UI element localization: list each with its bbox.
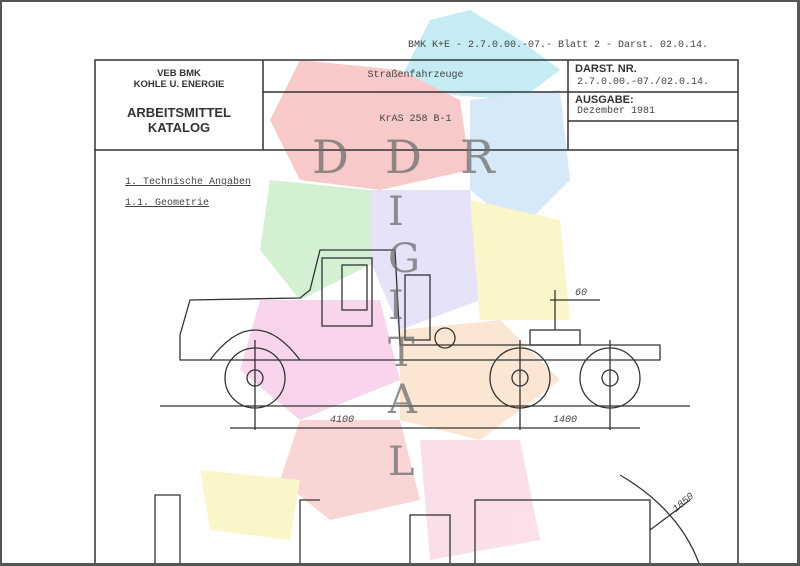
watermark-letter: T [388, 330, 415, 376]
organization: VEB BMK KOHLE U. ENERGIE [95, 68, 263, 90]
darst-value: 2.7.0.00.-07./02.0.14. [577, 77, 710, 88]
catalog-title: ARBEITSMITTEL KATALOG [95, 105, 263, 135]
dimension-60: 60 [575, 288, 588, 299]
watermark-letter: A [388, 377, 417, 423]
watermark-letter: I [388, 189, 404, 235]
category: Straßenfahrzeuge [367, 70, 464, 81]
section-heading-2: 1.1. Geometrie [125, 198, 210, 209]
truck-side-view-drawing [154, 249, 701, 566]
dimension-4100: 4100 [330, 415, 355, 426]
dimension-1400: 1400 [553, 415, 578, 426]
section-heading-1: 1. Technische Angaben [125, 177, 252, 188]
watermark-letter: D [385, 130, 422, 184]
org-line-2: KOHLE U. ENERGIE [133, 79, 225, 90]
catalog-line-2: KATALOG [147, 120, 211, 135]
watermark-letter: I [388, 283, 404, 329]
ausgabe-label: AUSGABE: [575, 94, 634, 106]
catalog-line-1: ARBEITSMITTEL [127, 105, 231, 120]
org-line-1: VEB BMK [157, 68, 201, 79]
watermark-letter: R [460, 130, 495, 184]
model: KrAS 258 B-1 [379, 114, 452, 125]
watermark-letter: D [312, 130, 349, 184]
title-block-lines [94, 59, 739, 566]
document-reference: BMK K+E - 2.7.0.00.-07.- Blatt 2 - Darst… [408, 40, 709, 51]
watermark-letter: L [388, 439, 415, 485]
watermark-letter: G [388, 236, 420, 282]
ausgabe-value: Dezember 1981 [577, 106, 656, 117]
darst-label: DARST. NR. [575, 63, 637, 75]
